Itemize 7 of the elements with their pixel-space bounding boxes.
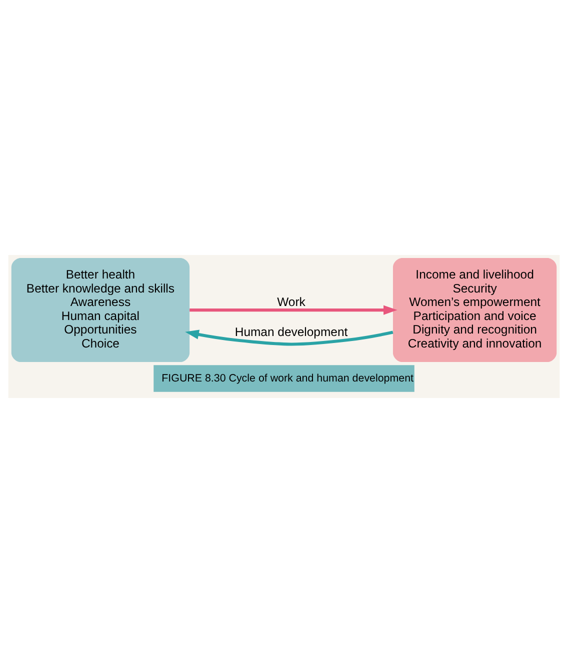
node-box: Better health Better knowledge and skills Awareness Human capital Opportunities Choice — [11, 258, 190, 362]
arrow — [185, 330, 394, 346]
edge-label: Work — [277, 295, 306, 310]
caption: FIGURE 8.30 Cycle of work and human development — [162, 372, 414, 385]
edge-label: Human development — [234, 324, 348, 339]
node-box: Income and livelihood Security Women’s empowerment Participation and voice Dignity and recognition Creativity and innovation — [392, 258, 557, 362]
arrow — [190, 305, 398, 315]
